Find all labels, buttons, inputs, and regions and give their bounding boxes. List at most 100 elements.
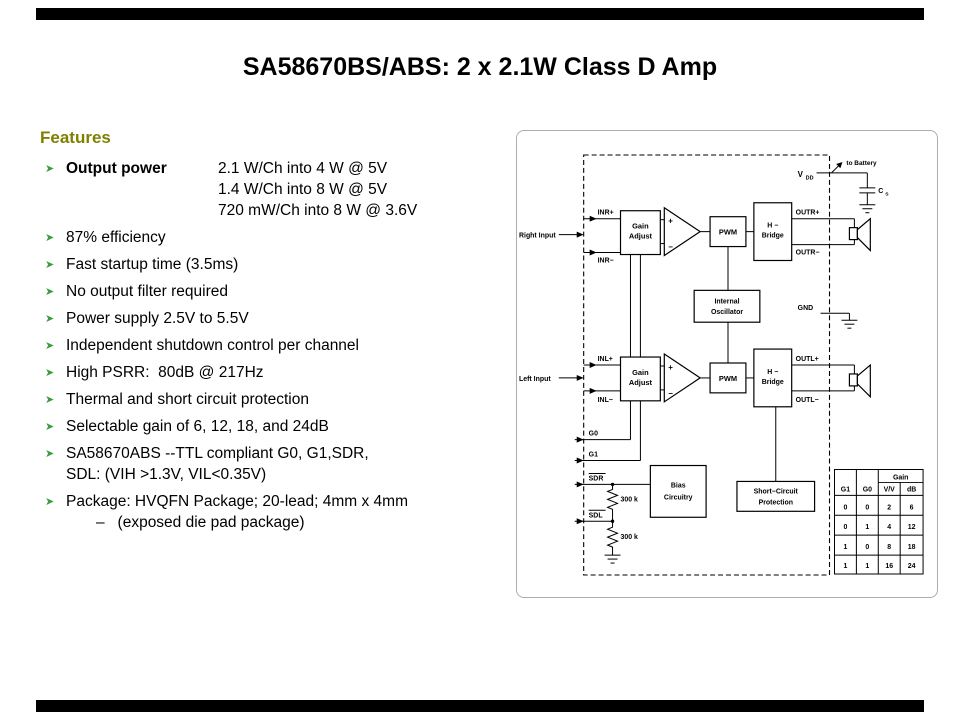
feature-item: ➤ High PSRR: 80dB @ 217Hz xyxy=(40,362,518,383)
arrow-bullet-icon: ➤ xyxy=(45,339,55,352)
short-circuit-label: Short−Circuit xyxy=(754,488,799,495)
gain-adjust-block-right xyxy=(619,210,661,256)
feature-item: ➤ Thermal and short circuit protection xyxy=(40,389,518,410)
gain-table-cell: 16 xyxy=(885,563,893,570)
resistor-value: 300 k xyxy=(621,496,639,503)
arrow-bullet-icon: ➤ xyxy=(45,231,55,244)
hbridge-block-left xyxy=(753,348,793,408)
gain-adjust-label: Adjust xyxy=(629,232,653,241)
feature-label: Output power xyxy=(66,160,167,177)
arrow-bullet-icon: ➤ xyxy=(45,258,55,271)
label-right-input: Right Input xyxy=(519,233,556,240)
gain-table-cell: 0 xyxy=(843,524,847,531)
gain-table: Gain G1 G0 V/V dB 0 0 2 6 0 1 4 12 1 0 8… xyxy=(833,469,924,575)
opamp-plus-sign: + xyxy=(668,363,673,372)
oscillator-label: Oscillator xyxy=(711,309,743,316)
feature-text: Independent shutdown control per channel xyxy=(66,337,359,354)
gain-table-cell: 24 xyxy=(908,563,916,570)
gain-adjust-label: Adjust xyxy=(629,378,653,387)
speaker-right-icon xyxy=(848,227,858,241)
pwm-label: PWM xyxy=(719,374,737,383)
feature-item-package: ➤ Package: HVQFN Package; 20-lead; 4mm x… xyxy=(40,491,518,533)
block-diagram: INR+ INR− Right Input Gain Adjust + − PW… xyxy=(519,154,924,576)
cap-label-subscript: S xyxy=(885,191,889,197)
opamp-minus-sign: − xyxy=(668,389,673,398)
feature-item: ➤ 87% efficiency xyxy=(40,227,518,248)
feature-item: ➤ SA58670ABS --TTL compliant G0, G1,SDR,… xyxy=(40,443,518,485)
pin-outr-minus: OUTR− xyxy=(796,250,820,257)
cap-label: C xyxy=(878,188,883,195)
feature-item: ➤ Selectable gain of 6, 12, 18, and 24dB xyxy=(40,416,518,437)
gain-table-cell: 0 xyxy=(843,504,847,511)
opamp-minus-sign: − xyxy=(668,243,673,252)
pin-g0: G0 xyxy=(589,431,598,438)
feature-item: ➤ No output filter required xyxy=(40,281,518,302)
arrow-bullet-icon: ➤ xyxy=(45,366,55,379)
pin-vdd-subscript: DD xyxy=(806,175,814,181)
gain-table-span-header: Gain xyxy=(893,474,908,481)
hbridge-label: H − xyxy=(767,369,778,376)
feature-item-output-power: ➤ Output power 2.1 W/Ch into 4 W @ 5V 1.… xyxy=(40,158,518,221)
bottom-divider-bar xyxy=(36,700,924,712)
gain-table-cell: 12 xyxy=(908,524,916,531)
gain-table-header: G0 xyxy=(863,486,872,493)
feature-text: Selectable gain of 6, 12, 18, and 24dB xyxy=(66,418,329,435)
gain-table-cell: 18 xyxy=(908,544,916,551)
speaker-right-cone-icon xyxy=(856,217,871,252)
opamp-right xyxy=(663,206,702,257)
feature-value: 720 mW/Ch into 8 W @ 3.6V xyxy=(218,202,418,219)
arrowheads xyxy=(576,161,843,525)
pwm-block-right xyxy=(709,216,747,248)
arrow-bullet-icon: ➤ xyxy=(45,312,55,325)
feature-item: ➤ Fast startup time (3.5ms) xyxy=(40,254,518,275)
pin-inl-plus: INL+ xyxy=(598,356,613,363)
bias-label: Bias xyxy=(671,482,686,489)
feature-text: Package: HVQFN Package; 20-lead; 4mm x 4… xyxy=(66,493,408,510)
hbridge-label: Bridge xyxy=(762,379,784,386)
arrow-bullet-icon: ➤ xyxy=(45,285,55,298)
pin-inr-minus: INR− xyxy=(598,257,614,264)
gain-table-header: V/V xyxy=(884,486,896,493)
opamp-plus-sign: + xyxy=(668,217,673,226)
feature-text: Thermal and short circuit protection xyxy=(66,391,309,408)
speaker-left-cone-icon xyxy=(856,363,871,399)
feature-text: Power supply 2.5V to 5.5V xyxy=(66,310,249,327)
gain-table-header: G1 xyxy=(841,486,850,493)
gain-table-header: dB xyxy=(907,486,916,493)
feature-text: Fast startup time (3.5ms) xyxy=(66,256,239,273)
opamp-left xyxy=(663,352,702,403)
feature-value: 2.1 W/Ch into 4 W @ 5V xyxy=(218,160,388,177)
arrow-bullet-icon: ➤ xyxy=(45,162,55,175)
feature-text: No output filter required xyxy=(66,283,228,300)
feature-item: ➤ Power supply 2.5V to 5.5V xyxy=(40,308,518,329)
feature-text: SA58670ABS --TTL compliant G0, G1,SDR, S… xyxy=(66,445,373,483)
short-circuit-label: Protection xyxy=(759,499,793,506)
features-section: Features ➤ Output power 2.1 W/Ch into 4 … xyxy=(40,128,518,539)
gain-table-cell: 0 xyxy=(865,544,869,551)
oscillator-label: Internal xyxy=(714,298,739,305)
blocks xyxy=(619,202,871,518)
label-to-battery: to Battery xyxy=(846,160,877,167)
gain-adjust-label: Gain xyxy=(632,368,649,377)
pwm-block-left xyxy=(709,362,747,394)
pin-inr-plus: INR+ xyxy=(598,210,614,217)
pin-sdl: SDL xyxy=(589,512,604,519)
pin-outr-plus: OUTR+ xyxy=(796,210,820,217)
gain-table-cell: 8 xyxy=(887,544,891,551)
top-divider-bar xyxy=(36,8,924,20)
bias-block xyxy=(649,464,707,518)
gain-adjust-block-left xyxy=(619,356,661,402)
gain-table-cell: 6 xyxy=(910,504,914,511)
features-heading: Features xyxy=(40,128,111,147)
feature-text: High PSRR: 80dB @ 217Hz xyxy=(66,364,264,381)
gain-table-cell: 1 xyxy=(843,544,847,551)
arrow-bullet-icon: ➤ xyxy=(45,420,55,433)
pin-inl-minus: INL− xyxy=(598,397,613,404)
resistor-value: 300 k xyxy=(621,534,639,541)
feature-subtext: – (exposed die pad package) xyxy=(96,514,305,531)
gain-table-cell: 2 xyxy=(887,504,891,511)
pin-outl-minus: OUTL− xyxy=(796,397,819,404)
hbridge-label: H − xyxy=(767,223,778,230)
gain-table-cell: 0 xyxy=(865,504,869,511)
